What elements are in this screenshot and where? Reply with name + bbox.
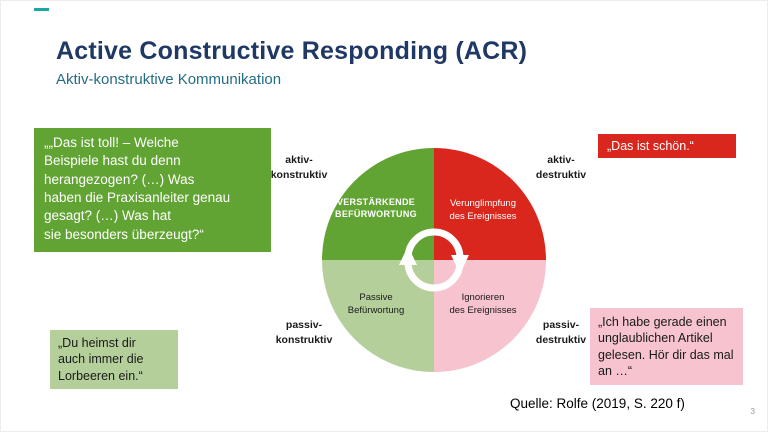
quote-passive-constructive: „Du heimst dir auch immer die Lorbeeren … xyxy=(50,330,178,389)
label-aktiv-konstruktiv: aktiv- konstruktiv xyxy=(249,153,349,182)
label-line: des Ereignisses xyxy=(449,210,517,222)
label-line: passiv- xyxy=(542,319,580,331)
page-title: Active Constructive Responding (ACR) xyxy=(56,37,528,65)
quadrant-circle-diagram: VERSTÄRKENDE BEFÜRWORTUNG Verunglimpfung… xyxy=(319,145,549,375)
label-line: konstruktiv xyxy=(275,333,333,346)
source-citation: Quelle: Rolfe (2019, S. 220 f) xyxy=(510,396,685,411)
label-line: des Ereignisses xyxy=(449,304,517,316)
label-line: Passive xyxy=(359,292,393,303)
quote-active-constructive: „„Das ist toll! – Welche Beispiele hast … xyxy=(34,128,271,252)
quadrant-passive-destructive xyxy=(434,260,546,372)
label-line: destruktiv xyxy=(535,168,587,181)
quadrant-label-verstaerkende-befuerwortung: VERSTÄRKENDE BEFÜRWORTUNG xyxy=(319,196,433,220)
label-line: destruktiv xyxy=(535,333,587,346)
label-line: VERSTÄRKENDE xyxy=(336,197,416,207)
quadrant-label-ignorieren: Ignorieren des Ereignisses xyxy=(433,292,533,318)
label-passiv-konstruktiv: passiv- konstruktiv xyxy=(254,318,354,347)
quote-active-destructive: „Das ist schön.“ xyxy=(598,134,736,158)
quadrant-passive-constructive xyxy=(322,260,434,372)
quadrant-label-passive-befuerwortung: Passive Befürwortung xyxy=(321,292,431,318)
label-line: aktiv- xyxy=(285,154,313,166)
label-line: passiv- xyxy=(285,319,323,331)
label-line: aktiv- xyxy=(547,154,575,166)
label-aktiv-destruktiv: aktiv- destruktiv xyxy=(511,153,611,182)
label-line: Verunglimpfung xyxy=(449,198,517,209)
cycle-arrows-icon xyxy=(399,228,469,292)
label-line: BEFÜRWORTUNG xyxy=(335,209,417,220)
page-subtitle: Aktiv-konstruktive Kommunikation xyxy=(56,71,282,88)
accent-dash xyxy=(34,8,49,11)
label-line: konstruktiv xyxy=(270,168,328,181)
page-number: 3 xyxy=(750,407,755,416)
quadrant-label-verunglimpfung: Verunglimpfung des Ereignisses xyxy=(433,198,533,224)
quadrant-pie xyxy=(322,148,546,372)
quadrant-active-constructive xyxy=(322,148,434,260)
label-line: Ignorieren xyxy=(461,292,505,303)
label-passiv-destruktiv: passiv- destruktiv xyxy=(511,318,611,347)
label-line: Befürwortung xyxy=(347,304,405,316)
quadrant-active-destructive xyxy=(434,148,546,260)
quote-passive-destructive: „Ich habe gerade einen unglaublichen Art… xyxy=(590,308,743,385)
